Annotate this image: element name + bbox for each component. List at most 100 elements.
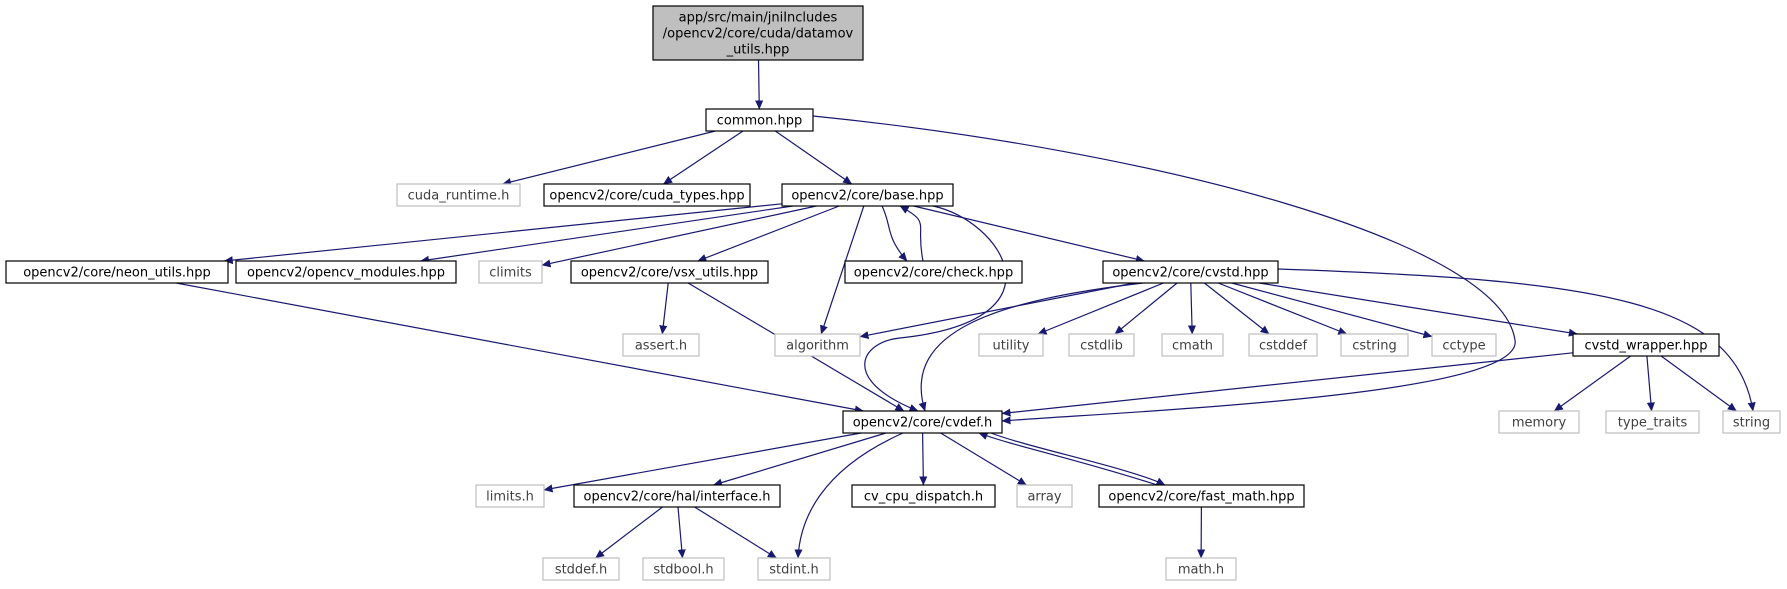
edge-base-to-algorithm (820, 205, 865, 335)
edge-cvstd-to-cvdef (918, 282, 1144, 412)
node-cstring: cstring (1340, 333, 1409, 357)
node-box (705, 108, 814, 132)
node-box (642, 557, 725, 581)
node-label: opencv2/core/base.hpp (791, 189, 943, 204)
edge-base-to-check (881, 205, 908, 262)
edge-base-to-vsx_utils (697, 205, 840, 262)
node-label: app/src/main/jniIncludes (679, 11, 838, 26)
node-label: limits.h (486, 490, 534, 505)
node-vsx_utils[interactable]: opencv2/core/vsx_utils.hpp (570, 260, 769, 284)
node-label: stdbool.h (653, 563, 713, 578)
node-hal_interface[interactable]: opencv2/core/hal/interface.h (573, 484, 781, 508)
edge-fast_math-to-cvdef (978, 432, 1158, 486)
node-cmath: cmath (1161, 333, 1224, 357)
node-box (1431, 333, 1497, 357)
node-cvstd_wrapper[interactable]: cvstd_wrapper.hpp (1572, 333, 1720, 357)
edge-root-to-common (755, 59, 764, 110)
edge-cvstd-to-cstring (1217, 282, 1348, 335)
node-assert_h: assert.h (622, 333, 700, 357)
node-box (543, 183, 751, 207)
node-box (842, 410, 1003, 434)
edge-cvstd-to-cmath (1187, 282, 1197, 335)
edge-base-to-neon_utils (223, 203, 783, 265)
node-opencv_modules[interactable]: opencv2/opencv_modules.hpp (235, 260, 457, 284)
node-label: assert.h (635, 339, 687, 354)
node-label: opencv2/core/cvdef.h (853, 416, 993, 431)
node-box (844, 260, 1023, 284)
node-cvstd[interactable]: opencv2/core/cvstd.hpp (1102, 260, 1279, 284)
node-label: opencv2/core/hal/interface.h (583, 490, 770, 505)
node-box (1098, 484, 1305, 508)
node-string: string (1722, 410, 1781, 434)
node-cstddef: cstddef (1248, 333, 1318, 357)
node-label: utility (993, 339, 1030, 354)
node-box (1248, 333, 1318, 357)
node-cctype: cctype (1431, 333, 1497, 357)
node-box (478, 260, 543, 284)
node-box (1102, 260, 1279, 284)
node-label: cuda_runtime.h (408, 189, 510, 204)
node-label: algorithm (786, 339, 849, 354)
node-array: array (1016, 484, 1073, 508)
node-label: type_traits (1618, 416, 1688, 431)
node-label: cstddef (1259, 339, 1308, 354)
node-box (1161, 333, 1224, 357)
node-check[interactable]: opencv2/core/check.hpp (844, 260, 1023, 284)
node-box (235, 260, 457, 284)
node-common[interactable]: common.hpp (705, 108, 814, 132)
edge-cvstd_wrapper-to-type_traits (1646, 355, 1655, 412)
edge-cvdef-to-hal_interface (713, 432, 887, 487)
node-label: climits (489, 266, 532, 281)
edge-cvstd_wrapper-to-string (1660, 355, 1737, 412)
edge-cvdef-to-stdint_h (794, 432, 904, 559)
node-box (978, 333, 1044, 357)
node-label: array (1027, 490, 1061, 505)
edge-base-to-climits (541, 205, 817, 268)
node-root[interactable]: app/src/main/jniIncludes/opencv2/core/cu… (652, 5, 864, 61)
node-label: string (1733, 416, 1770, 431)
edge-check-to-base (899, 205, 924, 262)
edge-base-to-opencv_modules (420, 205, 794, 264)
node-label: opencv2/core/cuda_types.hpp (549, 189, 744, 204)
node-label: cstdlib (1080, 339, 1123, 354)
node-cvdef[interactable]: opencv2/core/cvdef.h (842, 410, 1003, 434)
node-box (5, 260, 229, 284)
node-label: cvstd_wrapper.hpp (1585, 339, 1708, 354)
node-math_h: math.h (1165, 557, 1237, 581)
node-box (1572, 333, 1720, 357)
node-box (851, 484, 996, 508)
node-cuda_types[interactable]: opencv2/core/cuda_types.hpp (543, 183, 751, 207)
node-cv_cpu_dispatch[interactable]: cv_cpu_dispatch.h (851, 484, 996, 508)
node-label: opencv2/core/cvstd.hpp (1112, 266, 1268, 281)
node-label: stddef.h (555, 563, 607, 578)
edge-cvdef-to-array (940, 432, 1027, 486)
node-algorithm: algorithm (774, 333, 861, 357)
node-utility: utility (978, 333, 1044, 357)
edge-common-to-cuda_runtime (502, 130, 716, 186)
edge-base-to-cvdef (864, 205, 1007, 412)
edge-cvdef-to-limits_h (543, 432, 862, 493)
edge-common-to-cuda_types (663, 130, 744, 185)
edge-cvdef-to-fast_math (990, 432, 1166, 486)
edge-common-to-base (774, 130, 853, 185)
node-fast_math[interactable]: opencv2/core/fast_math.hpp (1098, 484, 1305, 508)
node-stdbool_h: stdbool.h (642, 557, 725, 581)
node-neon_utils[interactable]: opencv2/core/neon_utils.hpp (5, 260, 229, 284)
node-base[interactable]: opencv2/core/base.hpp (781, 183, 954, 207)
edge-cvstd-to-cvstd_wrapper (1259, 282, 1578, 337)
edge-cvstd-to-string (1277, 268, 1756, 412)
node-label: cv_cpu_dispatch.h (864, 490, 983, 505)
edge-common-to-cvdef (812, 115, 1516, 425)
node-label: opencv2/core/vsx_utils.hpp (581, 266, 758, 281)
node-box (1016, 484, 1073, 508)
edge-cvstd-to-cctype (1231, 282, 1433, 339)
node-limits_h: limits.h (475, 484, 545, 508)
node-box (1605, 410, 1700, 434)
node-label: _utils.hpp (726, 43, 790, 58)
node-box (542, 557, 620, 581)
edge-cvstd-to-algorithm (859, 282, 1135, 340)
node-label: memory (1512, 416, 1567, 431)
node-cuda_runtime: cuda_runtime.h (396, 183, 521, 207)
edge-base-to-cvstd (913, 205, 1145, 263)
